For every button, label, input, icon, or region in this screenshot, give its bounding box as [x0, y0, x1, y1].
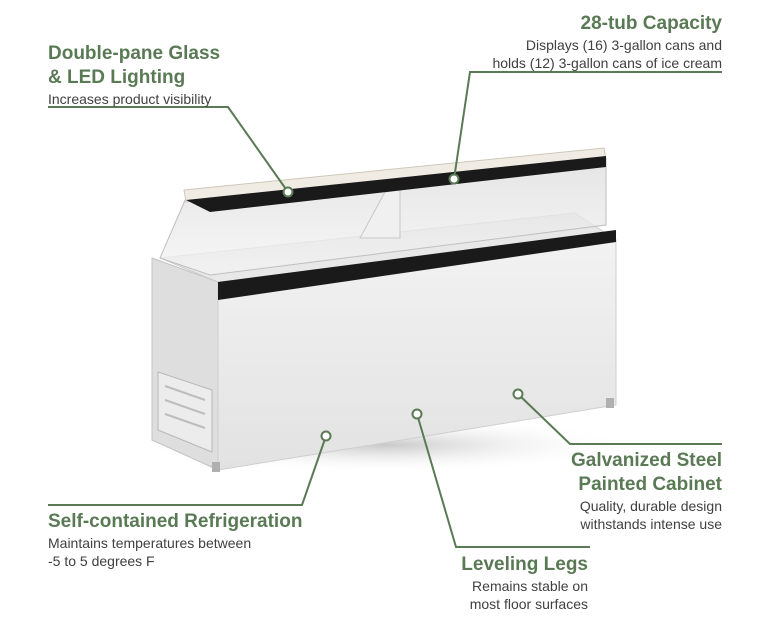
callout-legs: Leveling Legs Remains stable on most flo… [461, 553, 588, 613]
dot-marker-icon [411, 408, 423, 420]
leveling-leg [212, 462, 220, 472]
leader-glass [48, 106, 289, 193]
callout-glass: Double-pane Glass & LED Lighting Increas… [48, 42, 220, 108]
callout-glass-desc: Increases product visibility [48, 91, 212, 107]
callout-refrigeration-desc-line2: -5 to 5 degrees F [48, 553, 155, 569]
top-trim-band [186, 156, 606, 212]
callout-glass-title-line2: & LED Lighting [48, 67, 186, 88]
leader-capacity [453, 71, 722, 180]
callout-cabinet: Galvanized Steel Painted Cabinet Quality… [571, 449, 722, 533]
callout-refrigeration: Self-contained Refrigeration Maintains t… [48, 510, 302, 570]
callout-refrigeration-desc-line1: Maintains temperatures between [48, 535, 252, 551]
callout-capacity-desc-line1: Displays (16) 3-gallon cans and [525, 37, 722, 53]
callout-capacity-title: 28-tub Capacity [580, 13, 722, 34]
callout-cabinet-desc-line1: Quality, durable design [579, 498, 722, 514]
callout-glass-title-line1: Double-pane Glass [48, 43, 221, 64]
leader-legs [416, 413, 590, 548]
callout-capacity: 28-tub Capacity Displays (16) 3-gallon c… [492, 12, 722, 72]
callout-legs-title: Leveling Legs [461, 554, 588, 575]
dot-marker-icon [282, 186, 294, 198]
dot-marker-icon [320, 430, 332, 442]
callout-cabinet-desc-line2: withstands intense use [580, 516, 722, 532]
dot-marker-icon [512, 388, 524, 400]
callout-capacity-desc-line2: holds (12) 3-gallon cans of ice cream [492, 55, 722, 71]
leader-lines [48, 71, 722, 548]
callout-legs-desc-line2: most floor surfaces [469, 596, 588, 612]
leader-refrigeration [48, 435, 327, 506]
leader-cabinet [517, 393, 722, 445]
callout-cabinet-title: Galvanized Steel Painted Cabinet [571, 449, 722, 497]
compressor-grille [157, 371, 213, 453]
dot-marker-icon [448, 173, 460, 185]
leveling-leg [606, 398, 614, 408]
lower-trim-band [218, 230, 616, 300]
callout-cabinet-title-line2: Painted Cabinet [578, 474, 722, 495]
callout-cabinet-title-line1: Galvanized Steel [570, 450, 722, 471]
callout-refrigeration-title: Self-contained Refrigeration [48, 511, 303, 532]
callout-legs-desc-line1: Remains stable on [472, 578, 588, 594]
callout-glass-title: Double-pane Glass & LED Lighting [48, 42, 220, 90]
